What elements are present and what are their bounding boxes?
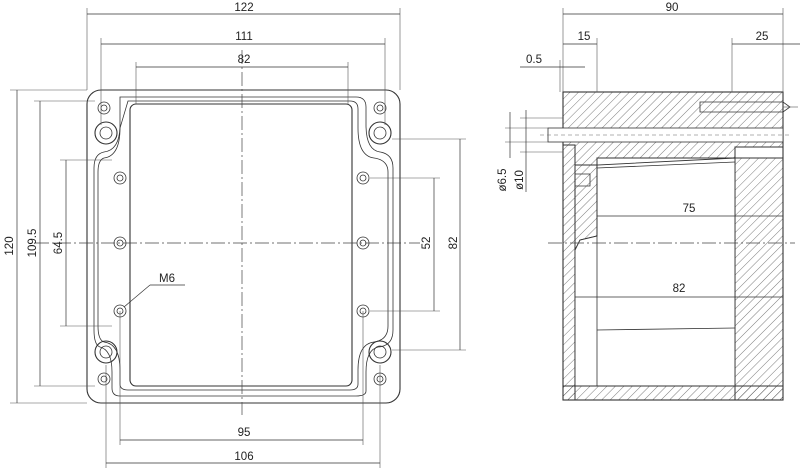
dim-vertical-64-5: 64.5 — [53, 159, 112, 327]
corner-screw-holes — [94, 121, 392, 364]
dim-label-111: 111 — [235, 31, 252, 43]
boss-icon — [113, 171, 127, 185]
thread-callout: M6 — [123, 273, 185, 308]
dim-overall-depth: 90 — [562, 2, 784, 92]
screw-hole-icon — [94, 121, 118, 145]
boss-icon — [356, 171, 370, 185]
dim-label-90: 90 — [666, 2, 679, 14]
dim-gap: 0.5 — [520, 54, 585, 92]
dim-label-15: 15 — [578, 31, 591, 43]
dim-inner-82: 82 — [575, 283, 783, 298]
screw-head-icon — [699, 101, 791, 113]
dim-inner-opening-width: 82 — [135, 54, 349, 104]
dim-label-0-5: 0.5 — [526, 54, 542, 66]
dim-label-95: 95 — [238, 427, 251, 439]
dim-hole-diameters: ø6.5 ø10 — [497, 110, 563, 192]
dim-lid-depth: 15 — [563, 31, 598, 92]
left-wall-hatch — [562, 144, 576, 401]
screw-hole-icon — [368, 340, 392, 364]
dim-mount-95: 95 — [119, 311, 364, 445]
dim-vertical-109-5: 109.5 — [27, 100, 95, 387]
dim-mount-106: 106 — [105, 365, 381, 468]
right-flange-hatch — [734, 157, 784, 401]
dim-label-64-5: 64.5 — [53, 232, 65, 254]
thread-label-m6: M6 — [159, 273, 175, 285]
dim-overall-height: 120 — [4, 89, 87, 404]
enclosure-outline — [86, 89, 401, 404]
dim-label-120: 120 — [4, 236, 16, 255]
dim-overall-width: 122 — [86, 2, 401, 90]
front-view: 122 111 82 95 106 — [4, 2, 466, 468]
dim-hole-spacing-outer: 111 — [100, 31, 386, 125]
side-view: 90 15 25 0.5 ø6.5 ø10 — [497, 2, 800, 401]
side-outline — [562, 91, 784, 401]
dim-label-122: 122 — [234, 2, 253, 14]
dim-label-25: 25 — [756, 31, 769, 43]
dim-label-82-top: 82 — [238, 54, 251, 66]
dim-side-82: 82 — [392, 138, 466, 351]
interior-cavity — [574, 157, 736, 387]
dim-label-52: 52 — [421, 237, 433, 250]
dim-side-52: 52 — [370, 177, 440, 312]
screw-hole-icon — [94, 340, 118, 364]
screw-hole-icon — [368, 121, 392, 145]
dim-label-dia-6-5: ø6.5 — [497, 168, 509, 191]
lid-opening — [129, 103, 353, 387]
inner-boss-icon — [574, 173, 591, 187]
dim-label-106: 106 — [234, 451, 253, 463]
dim-label-75: 75 — [683, 203, 696, 215]
dim-inner-75: 75 — [597, 203, 783, 217]
dim-label-82-side: 82 — [673, 283, 686, 295]
gasket-outline-inner — [97, 100, 389, 391]
gasket-outline-outer — [93, 96, 394, 397]
mounting-bosses — [113, 171, 370, 318]
dim-label-109-5: 109.5 — [27, 229, 39, 258]
dim-label-82-right: 82 — [448, 237, 460, 250]
dim-label-dia-10: ø10 — [514, 170, 526, 190]
dim-flange-depth: 25 — [731, 31, 800, 92]
bottom-wall-hatch — [562, 385, 784, 401]
